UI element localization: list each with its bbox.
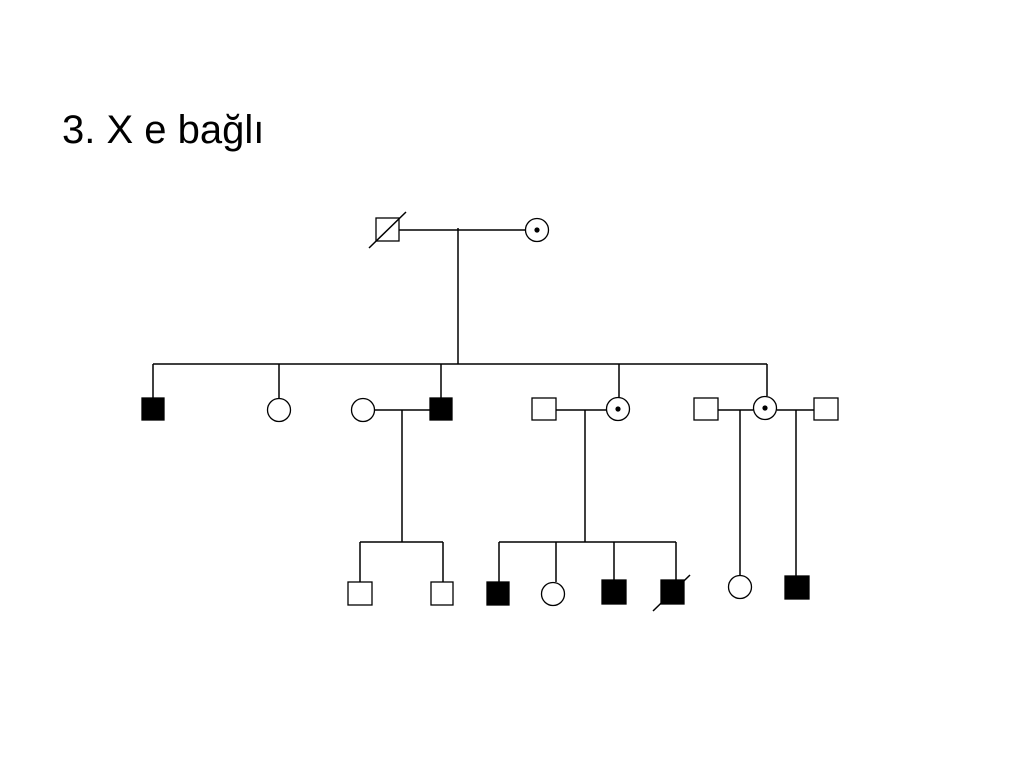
male-symbol (430, 581, 454, 606)
male-affected-symbol (486, 581, 510, 606)
male-symbol (693, 397, 719, 421)
male-affected-symbol (141, 397, 165, 421)
generation-2 (141, 395, 839, 423)
male-symbol (531, 397, 557, 421)
pedigree-lines (152, 228, 814, 582)
male-affected-symbol (601, 579, 627, 605)
female-carrier-symbol (605, 396, 631, 422)
female-symbol (727, 574, 753, 600)
female-carrier-symbol (752, 395, 778, 421)
female-symbol (540, 581, 566, 607)
male-deceased-symbol (368, 211, 407, 249)
male-affected-symbol (784, 575, 810, 600)
male-affected-deceased-symbol (652, 574, 691, 612)
slide-title: 3. X e bağlı (62, 108, 265, 152)
male-affected-symbol (429, 397, 453, 421)
generation-3 (347, 574, 810, 612)
female-carrier-symbol (524, 217, 550, 243)
generation-1 (368, 211, 550, 249)
male-symbol (813, 397, 839, 421)
female-symbol (266, 397, 292, 423)
male-symbol (347, 581, 373, 606)
female-symbol (350, 397, 376, 423)
